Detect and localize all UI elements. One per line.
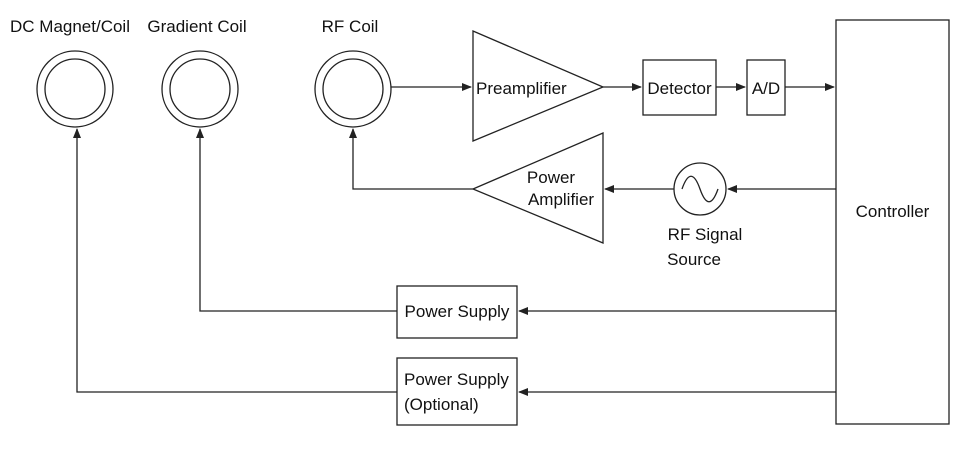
rf-signal-source-label-line2: Source	[667, 250, 721, 269]
power-supply-box	[396, 285, 518, 339]
preamplifier-label: Preamplifier	[476, 79, 567, 98]
controller-box	[835, 19, 950, 425]
power-amplifier-label-line2: Amplifier	[528, 190, 594, 209]
power-supply-optional-label-line2: (Optional)	[404, 395, 479, 414]
power-amp-to-rf-coil-arrow	[349, 128, 473, 190]
power-amplifier-label-line1: Power	[527, 168, 576, 187]
power-supply-optional-label-line1: Power Supply	[404, 370, 509, 389]
power-supply-label: Power Supply	[405, 302, 510, 321]
power-amplifier-triangle	[471, 132, 604, 244]
rf-coil-label: RF Coil	[322, 17, 379, 36]
dc-magnet-coil-icon	[36, 50, 114, 128]
rf-signal-source-label-line1: RF Signal	[668, 225, 743, 244]
optional-supply-to-dc-magnet-arrow	[73, 128, 397, 393]
rf-signal-source-icon	[673, 162, 727, 216]
power-supply-to-gradient-coil-arrow	[196, 128, 397, 312]
rf-coil-icon	[314, 50, 392, 128]
detector-box	[642, 59, 717, 116]
gradient-coil-label: Gradient Coil	[147, 17, 246, 36]
dc-magnet-coil-label: DC Magnet/Coil	[10, 17, 130, 36]
detector-label: Detector	[647, 79, 712, 98]
power-supply-optional-box	[396, 357, 518, 426]
controller-label: Controller	[856, 202, 930, 221]
preamplifier-triangle	[472, 30, 605, 142]
adc-label: A/D	[752, 79, 780, 98]
gradient-coil-icon	[161, 50, 239, 128]
